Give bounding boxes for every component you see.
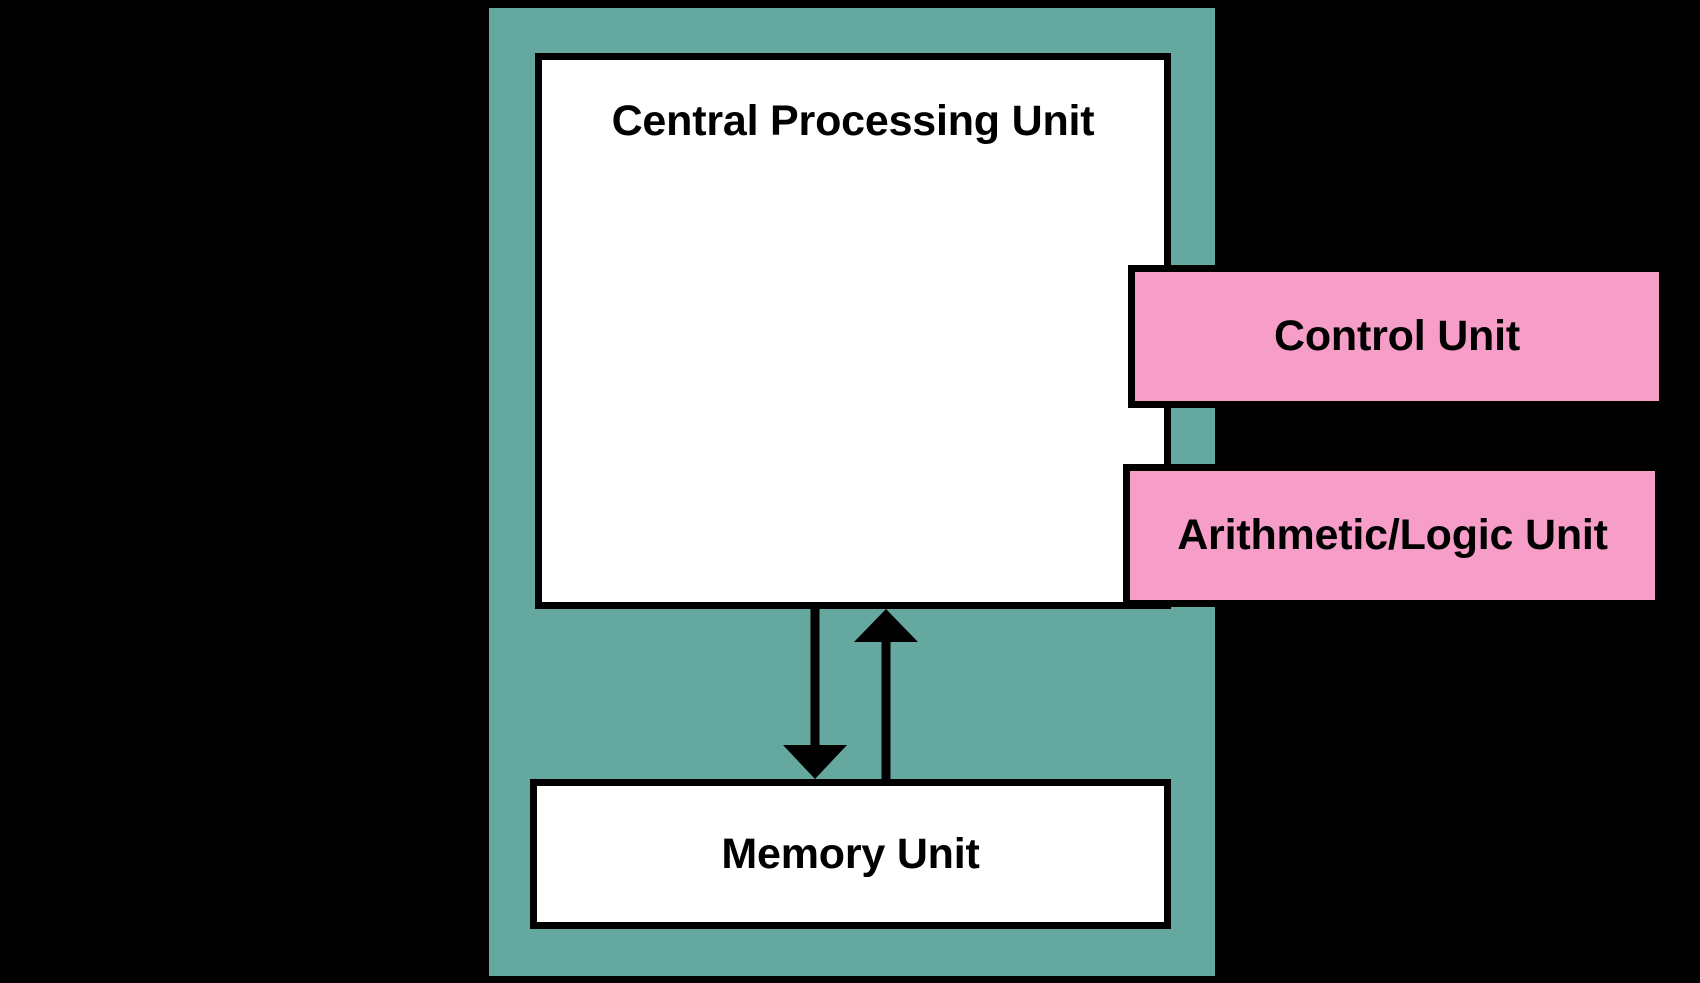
cpu-title: Central Processing Unit — [611, 97, 1095, 145]
control-unit-box[interactable]: Control Unit — [1128, 265, 1666, 408]
cpu-box[interactable]: Central Processing Unit Control Unit Ari… — [535, 53, 1666, 609]
memory-unit-box[interactable]: Memory Unit — [530, 779, 1171, 929]
control-unit-label: Control Unit — [1274, 312, 1520, 360]
arithmetic-logic-unit-box[interactable]: Arithmetic/Logic Unit — [1123, 464, 1662, 607]
memory-unit-label: Memory Unit — [721, 829, 980, 878]
arithmetic-logic-unit-label: Arithmetic/Logic Unit — [1177, 511, 1608, 559]
